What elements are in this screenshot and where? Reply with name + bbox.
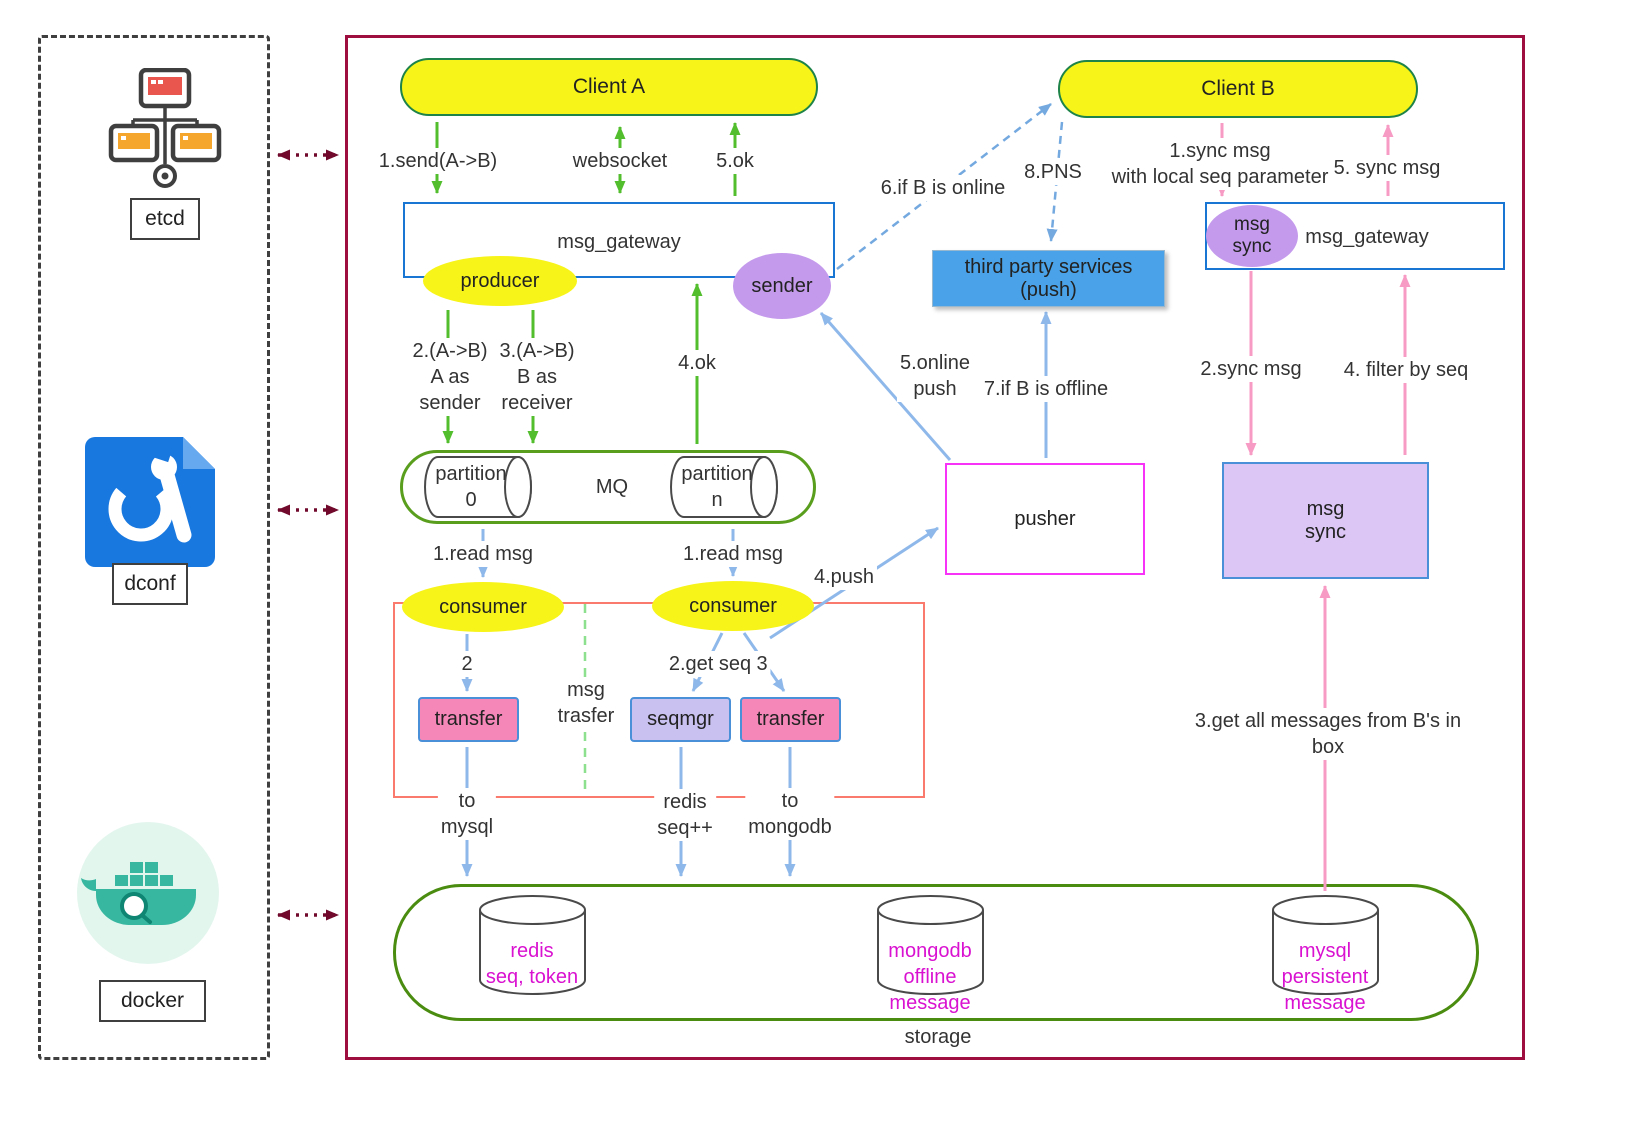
docker-icon — [76, 818, 221, 973]
partition-cylinders — [424, 456, 778, 518]
redis-db-label: redis seq, token — [485, 940, 579, 988]
edge-label-send: 1.send(A->B) — [375, 148, 501, 174]
storage-label: storage — [904, 1026, 972, 1048]
partition-n-cylinder-end — [750, 456, 778, 518]
msg-sync-badge: msg sync — [1206, 205, 1298, 267]
mysql-db-label: mysql persistent message — [1281, 940, 1369, 1014]
edge-label-5ok: 5.ok — [713, 148, 757, 174]
edge-label-1-sync: 1.sync msg with local seq parameter — [1108, 138, 1332, 190]
redis-cylinder-top — [479, 895, 586, 925]
client-a-node: Client A — [400, 58, 818, 116]
edge-label-2-sync: 2.sync msg — [1197, 356, 1305, 382]
mongodb-cylinder-top — [877, 895, 984, 925]
edge-label-5-sync: 5. sync msg — [1330, 155, 1444, 181]
redis-cylinder — [479, 910, 586, 995]
msg-gateway-right-title: msg_gateway — [1305, 226, 1429, 248]
mysql-cylinder — [1272, 910, 1379, 995]
dconf-label: dconf — [112, 563, 188, 605]
edge-label-websocket: websocket — [569, 148, 671, 174]
edge-label-online-push: 5.online push — [896, 350, 974, 402]
edge-label-filter-by-seq: 4. filter by seq — [1340, 357, 1472, 383]
mysql-cylinder-top — [1272, 895, 1379, 925]
partition-0-cylinder-end — [504, 456, 532, 518]
msg-gateway-left-title: msg_gateway — [557, 231, 681, 253]
edge-label-b-as-receiver: 3.(A->B) B as receiver — [496, 338, 578, 416]
edge-label-if-b-online: 6.if B is online — [877, 175, 1009, 201]
sender-node: sender — [733, 253, 831, 319]
database-cylinders — [479, 895, 1379, 995]
arrow-online-push — [819, 312, 952, 461]
client-b-node: Client B — [1058, 60, 1418, 118]
seqmgr-node: seqmgr — [630, 697, 731, 742]
edge-label-get-all-messages: 3.get all messages from B's in box — [1178, 708, 1478, 760]
mongodb-cylinder — [877, 910, 984, 995]
third-party-services-node: third party services (push) — [932, 250, 1165, 307]
producer-node: producer — [423, 256, 577, 306]
pusher-node: pusher — [945, 463, 1145, 575]
dconf-icon — [85, 437, 215, 572]
consumer-left-node: consumer — [402, 582, 564, 632]
edge-label-if-b-offline: 7.if B is offline — [980, 376, 1112, 402]
partition-n-label: partition n — [681, 463, 753, 511]
edge-label-get-seq: 2.get seq — [665, 651, 755, 677]
edge-label-a-as-sender: 2.(A->B) A as sender — [409, 338, 491, 416]
edge-label-to-mongodb: to mongodb — [745, 788, 835, 840]
maroon-connectors — [277, 149, 339, 921]
edge-label-step2: 2 — [458, 651, 476, 677]
edge-label-pns: 8.PNS — [1021, 159, 1085, 185]
edge-label-4ok: 4.ok — [675, 350, 719, 376]
edge-label-read-msg-right: 1.read msg — [679, 541, 787, 567]
mongodb-db-label: mongodb offline message — [888, 940, 972, 1014]
arrow-6-if-online — [836, 103, 1052, 270]
transfer-right-node: transfer — [740, 697, 841, 742]
edge-label-read-msg-left: 1.read msg — [429, 541, 537, 567]
etcd-icon — [105, 67, 225, 198]
docker-label: docker — [99, 980, 206, 1022]
edge-label-step3: 3 — [753, 651, 771, 677]
msg-transfer-note: msg trasfer — [554, 677, 618, 729]
transfer-left-node: transfer — [418, 697, 519, 742]
edge-label-redis-seq: redis seq++ — [654, 789, 716, 841]
etcd-label: etcd — [130, 198, 200, 240]
edge-label-4push: 4.push — [810, 564, 878, 590]
consumer-right-node: consumer — [652, 581, 814, 631]
msg-sync-node: msg sync — [1222, 462, 1429, 579]
mq-label: MQ — [595, 476, 629, 498]
partition-0-label: partition 0 — [435, 463, 507, 511]
edge-label-to-mysql: to mysql — [437, 788, 497, 840]
